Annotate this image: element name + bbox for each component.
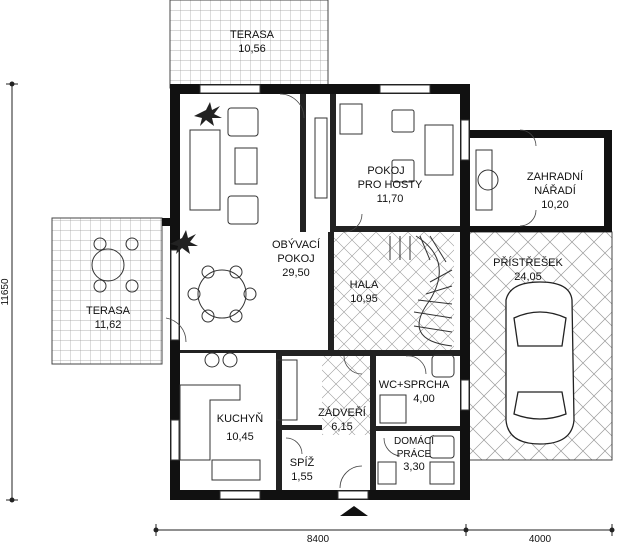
label-wc: WC+SPRCHA [379,379,450,391]
area-pradelna: 3,30 [403,461,424,473]
shed-walls [470,130,612,232]
shed-tools [475,149,499,211]
label-spiz: SPÍŽ [290,456,315,469]
windows [170,84,470,500]
label-naradi-2: NÁŘADÍ [534,184,577,197]
area-hala: 10,95 [350,293,378,305]
label-hosty-2: PRO HOSTY [358,179,423,191]
terrace-left [51,217,163,365]
area-wc: 4,00 [413,393,434,405]
vestibule-floor [322,355,374,435]
label-pristresek: PŘÍSTŘEŠEK [493,256,563,269]
area-hosty: 11,70 [377,193,404,205]
label-kuchyn: KUCHYŇ [217,412,264,425]
staircase [389,235,453,347]
car-icon [505,281,575,445]
label-pradelna-1: DOMÁCÍ [394,434,434,447]
dim-width-carport: 4000 [529,534,552,545]
label-hosty-1: POKOJ [367,165,404,177]
furniture [91,103,455,485]
label-naradi-1: ZAHRADNÍ [527,170,584,183]
area-terasa-top: 10,56 [238,43,266,55]
terrace-top [169,0,329,89]
dim-width-house: 8400 [307,534,330,545]
area-kuchyn: 10,45 [226,431,254,443]
label-terasa-left: TERASA [86,305,131,317]
dim-height: 11650 [0,278,11,306]
area-zadveri: 6,15 [331,421,352,433]
area-naradi: 10,20 [541,199,569,211]
area-pristresek: 24,05 [514,271,542,283]
door-swings [165,93,537,489]
area-spiz: 1,55 [291,471,312,483]
label-pradelna-2: PRÁCE [397,447,432,460]
area-terasa-left: 11,62 [95,319,122,331]
label-zadveri: ZÁDVEŘÍ [318,406,367,419]
dimension-dots [9,81,615,533]
area-obyvaci: 29,50 [282,267,310,279]
label-obyvaci-1: OBÝVACÍ [272,238,321,251]
entrance-arrow-icon [340,506,368,516]
plant-icon [170,102,222,254]
label-terasa-top: TERASA [230,29,275,41]
label-obyvaci-2: POKOJ [277,253,314,265]
label-hala: HALA [350,279,379,291]
